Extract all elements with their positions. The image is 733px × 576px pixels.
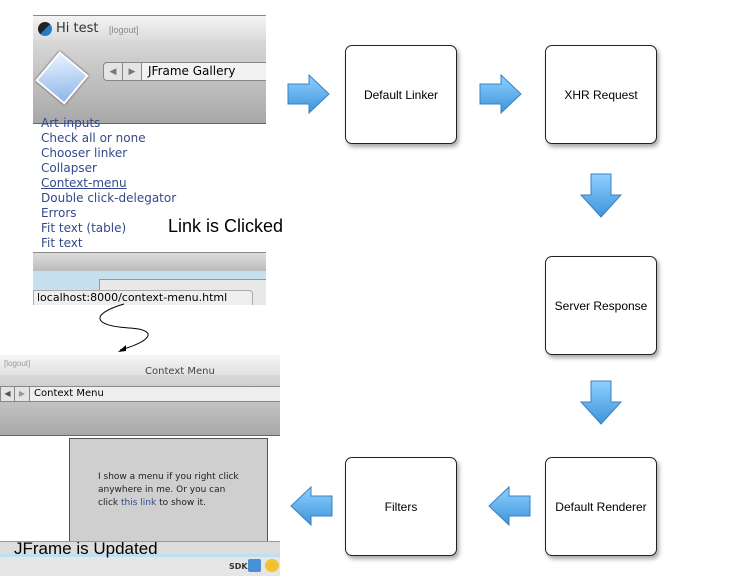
connector-arrow — [99, 303, 149, 352]
arrow-down-icon — [580, 173, 622, 218]
arrow-right-icon — [287, 74, 330, 114]
step-default-renderer: Default Renderer — [545, 457, 657, 556]
caption-link-clicked: Link is Clicked — [168, 216, 284, 236]
step-server-response: Server Response — [545, 256, 657, 355]
link-collapser[interactable]: Collapser — [41, 161, 97, 175]
gallery-link-list: Art-inputs Check all or none Chooser lin… — [41, 116, 176, 251]
arrow-left-icon — [290, 486, 333, 526]
logout-link[interactable]: [logout] — [109, 25, 139, 35]
show-menu-link[interactable]: this link — [120, 498, 157, 508]
arrow-down-icon — [580, 380, 622, 425]
logout-link[interactable]: [logout] — [4, 359, 31, 368]
link-double-click[interactable]: Double click-delegator — [41, 191, 177, 205]
arrow-right-icon — [479, 74, 522, 114]
link-context-menu[interactable]: Context-menu — [41, 176, 127, 190]
link-art-inputs[interactable]: Art-inputs — [41, 116, 101, 130]
step-filters: Filters — [345, 457, 457, 556]
arrow-left-icon — [488, 486, 531, 526]
dock-chat-icon[interactable] — [265, 559, 279, 572]
link-fit-text-table[interactable]: Fit text (table) — [41, 221, 127, 235]
link-chooser-linker[interactable]: Chooser linker — [41, 146, 128, 160]
link-fit-text[interactable]: Fit text — [41, 236, 83, 250]
dock-app-icon[interactable] — [248, 559, 261, 572]
greeting: Hi test — [56, 21, 99, 36]
jframe-gallery-screenshot: Hi test [logout] ◀ ▶ JFrame Gallery Art-… — [33, 15, 266, 305]
dock-sdk-label: SDK — [229, 562, 248, 571]
forward-button[interactable]: ▶ — [122, 62, 142, 81]
link-check-all[interactable]: Check all or none — [41, 131, 146, 145]
step-default-linker: Default Linker — [345, 45, 457, 144]
status-url: localhost:8000/context-menu.html — [33, 290, 253, 305]
caption-jframe-updated: JFrame is Updated — [14, 539, 158, 558]
back-button[interactable]: ◀ — [0, 386, 15, 402]
location-title: JFrame Gallery — [141, 62, 266, 81]
link-errors[interactable]: Errors — [41, 206, 77, 220]
step-xhr-request: XHR Request — [545, 45, 657, 144]
location-title: Context Menu — [29, 386, 280, 402]
logo-icon — [38, 22, 52, 36]
back-button[interactable]: ◀ — [103, 62, 123, 81]
window-title: Context Menu — [145, 366, 215, 377]
context-menu-area[interactable] — [69, 438, 268, 542]
forward-button[interactable]: ▶ — [14, 386, 30, 402]
context-menu-screenshot: [logout] Context Menu ◀ ▶ Context Menu I… — [0, 355, 280, 576]
context-menu-text: I show a menu if you right click anywher… — [98, 472, 239, 508]
